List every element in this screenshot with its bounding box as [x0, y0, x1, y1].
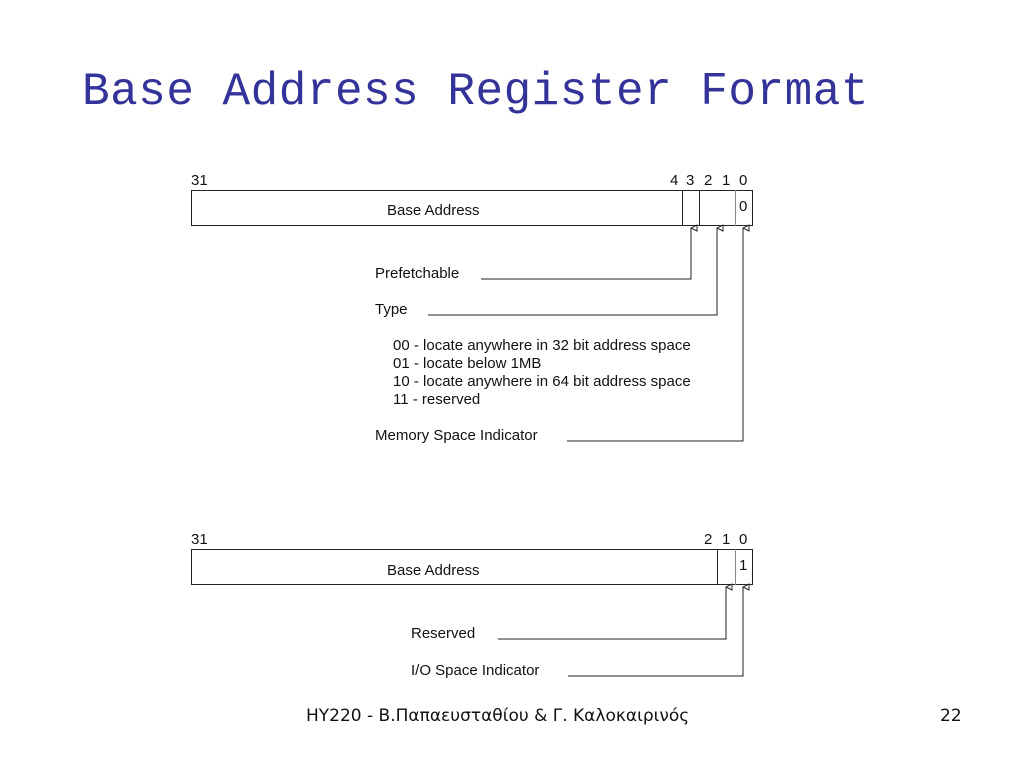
reserved-arrow	[498, 587, 726, 640]
register-box	[191, 190, 753, 226]
bit-31-label: 31	[191, 172, 208, 189]
base-address-field: Base Address	[387, 202, 480, 219]
memory-space-arrow	[567, 228, 743, 442]
prefetchable-arrow	[481, 228, 691, 280]
bit-1-label: 1	[722, 172, 730, 189]
prefetchable-label: Prefetchable	[375, 265, 459, 282]
io-bit-2-label: 2	[704, 531, 712, 548]
io-bit-1-label: 1	[722, 531, 730, 548]
reserved-label: Reserved	[411, 625, 475, 642]
type-option-00: 00 - locate anywhere in 32 bit address s…	[393, 337, 691, 354]
bit-2-label: 2	[704, 172, 712, 189]
io-register-box	[191, 549, 753, 585]
slide-title: Base Address Register Format	[82, 66, 869, 118]
type-option-10: 10 - locate anywhere in 64 bit address s…	[393, 373, 691, 390]
bit-3-label: 3	[686, 172, 694, 189]
type-option-11: 11 - reserved	[393, 391, 480, 408]
type-arrow	[428, 228, 717, 316]
memory-space-indicator-label: Memory Space Indicator	[375, 427, 538, 444]
io-bar-diagram: 31 2 1 0 Base Address 1 Reserved I/O Spa…	[191, 531, 753, 679]
bit-4-label: 4	[670, 172, 678, 189]
io-bit0-value: 1	[739, 557, 747, 574]
type-option-01: 01 - locate below 1MB	[393, 355, 541, 372]
io-base-address-field: Base Address	[387, 562, 480, 579]
slide-footer: HY220 - Β.Παπαευσταθίου & Γ. Καλοκαιρινό…	[306, 706, 690, 726]
page-number: 22	[940, 706, 962, 726]
memory-bar-diagram: 31 4 3 2 1 0 Base Address 0 Prefetchable…	[191, 172, 753, 444]
bit0-value: 0	[739, 198, 747, 215]
io-bit-0-label: 0	[739, 531, 747, 548]
type-label: Type	[375, 301, 408, 318]
io-space-indicator-label: I/O Space Indicator	[411, 662, 539, 679]
bit-0-label: 0	[739, 172, 747, 189]
io-space-arrow	[568, 587, 743, 677]
io-bit-31-label: 31	[191, 531, 208, 548]
